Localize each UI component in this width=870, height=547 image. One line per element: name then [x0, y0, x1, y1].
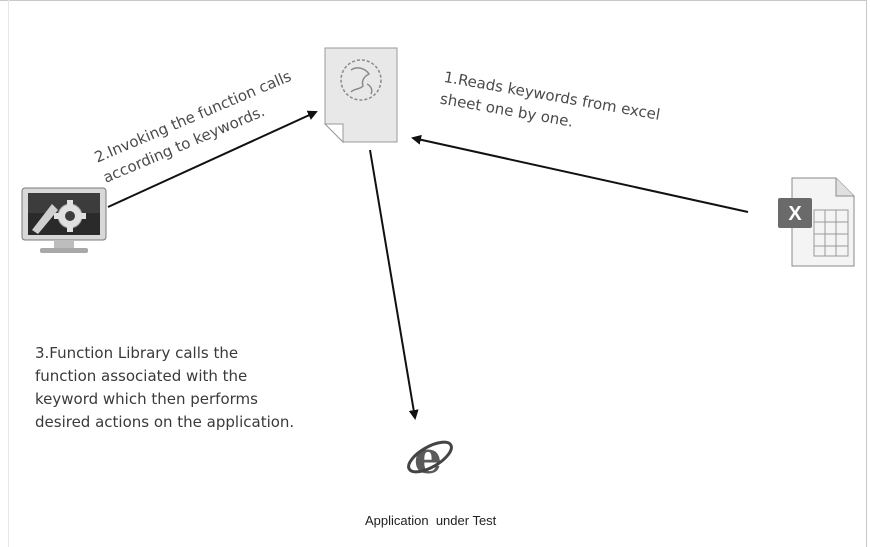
arrow-engine-to-library: [107, 110, 318, 208]
application-under-test-caption: Application under Test: [365, 513, 497, 528]
step3-line: keyword which then performs: [35, 390, 258, 408]
excel-file-icon: X: [774, 176, 856, 268]
svg-text:X: X: [788, 203, 802, 225]
internet-explorer-icon: e: [404, 433, 456, 484]
step3-function-library-label: 3.Function Library calls the function as…: [35, 342, 294, 434]
svg-text:e: e: [414, 433, 442, 483]
step3-line: function associated with the: [35, 367, 248, 385]
script-document-icon: [321, 46, 401, 144]
arrow-excel-to-library: [411, 134, 749, 213]
step3-line: desired actions on the application.: [35, 413, 295, 431]
frame-top-border: [0, 0, 866, 1]
step3-line: 3.Function Library calls the: [35, 344, 239, 362]
frame-right-border: [866, 0, 867, 547]
computer-gear-icon: [18, 186, 110, 256]
frame-left-border: [8, 0, 9, 547]
arrow-library-to-application: [369, 149, 419, 420]
